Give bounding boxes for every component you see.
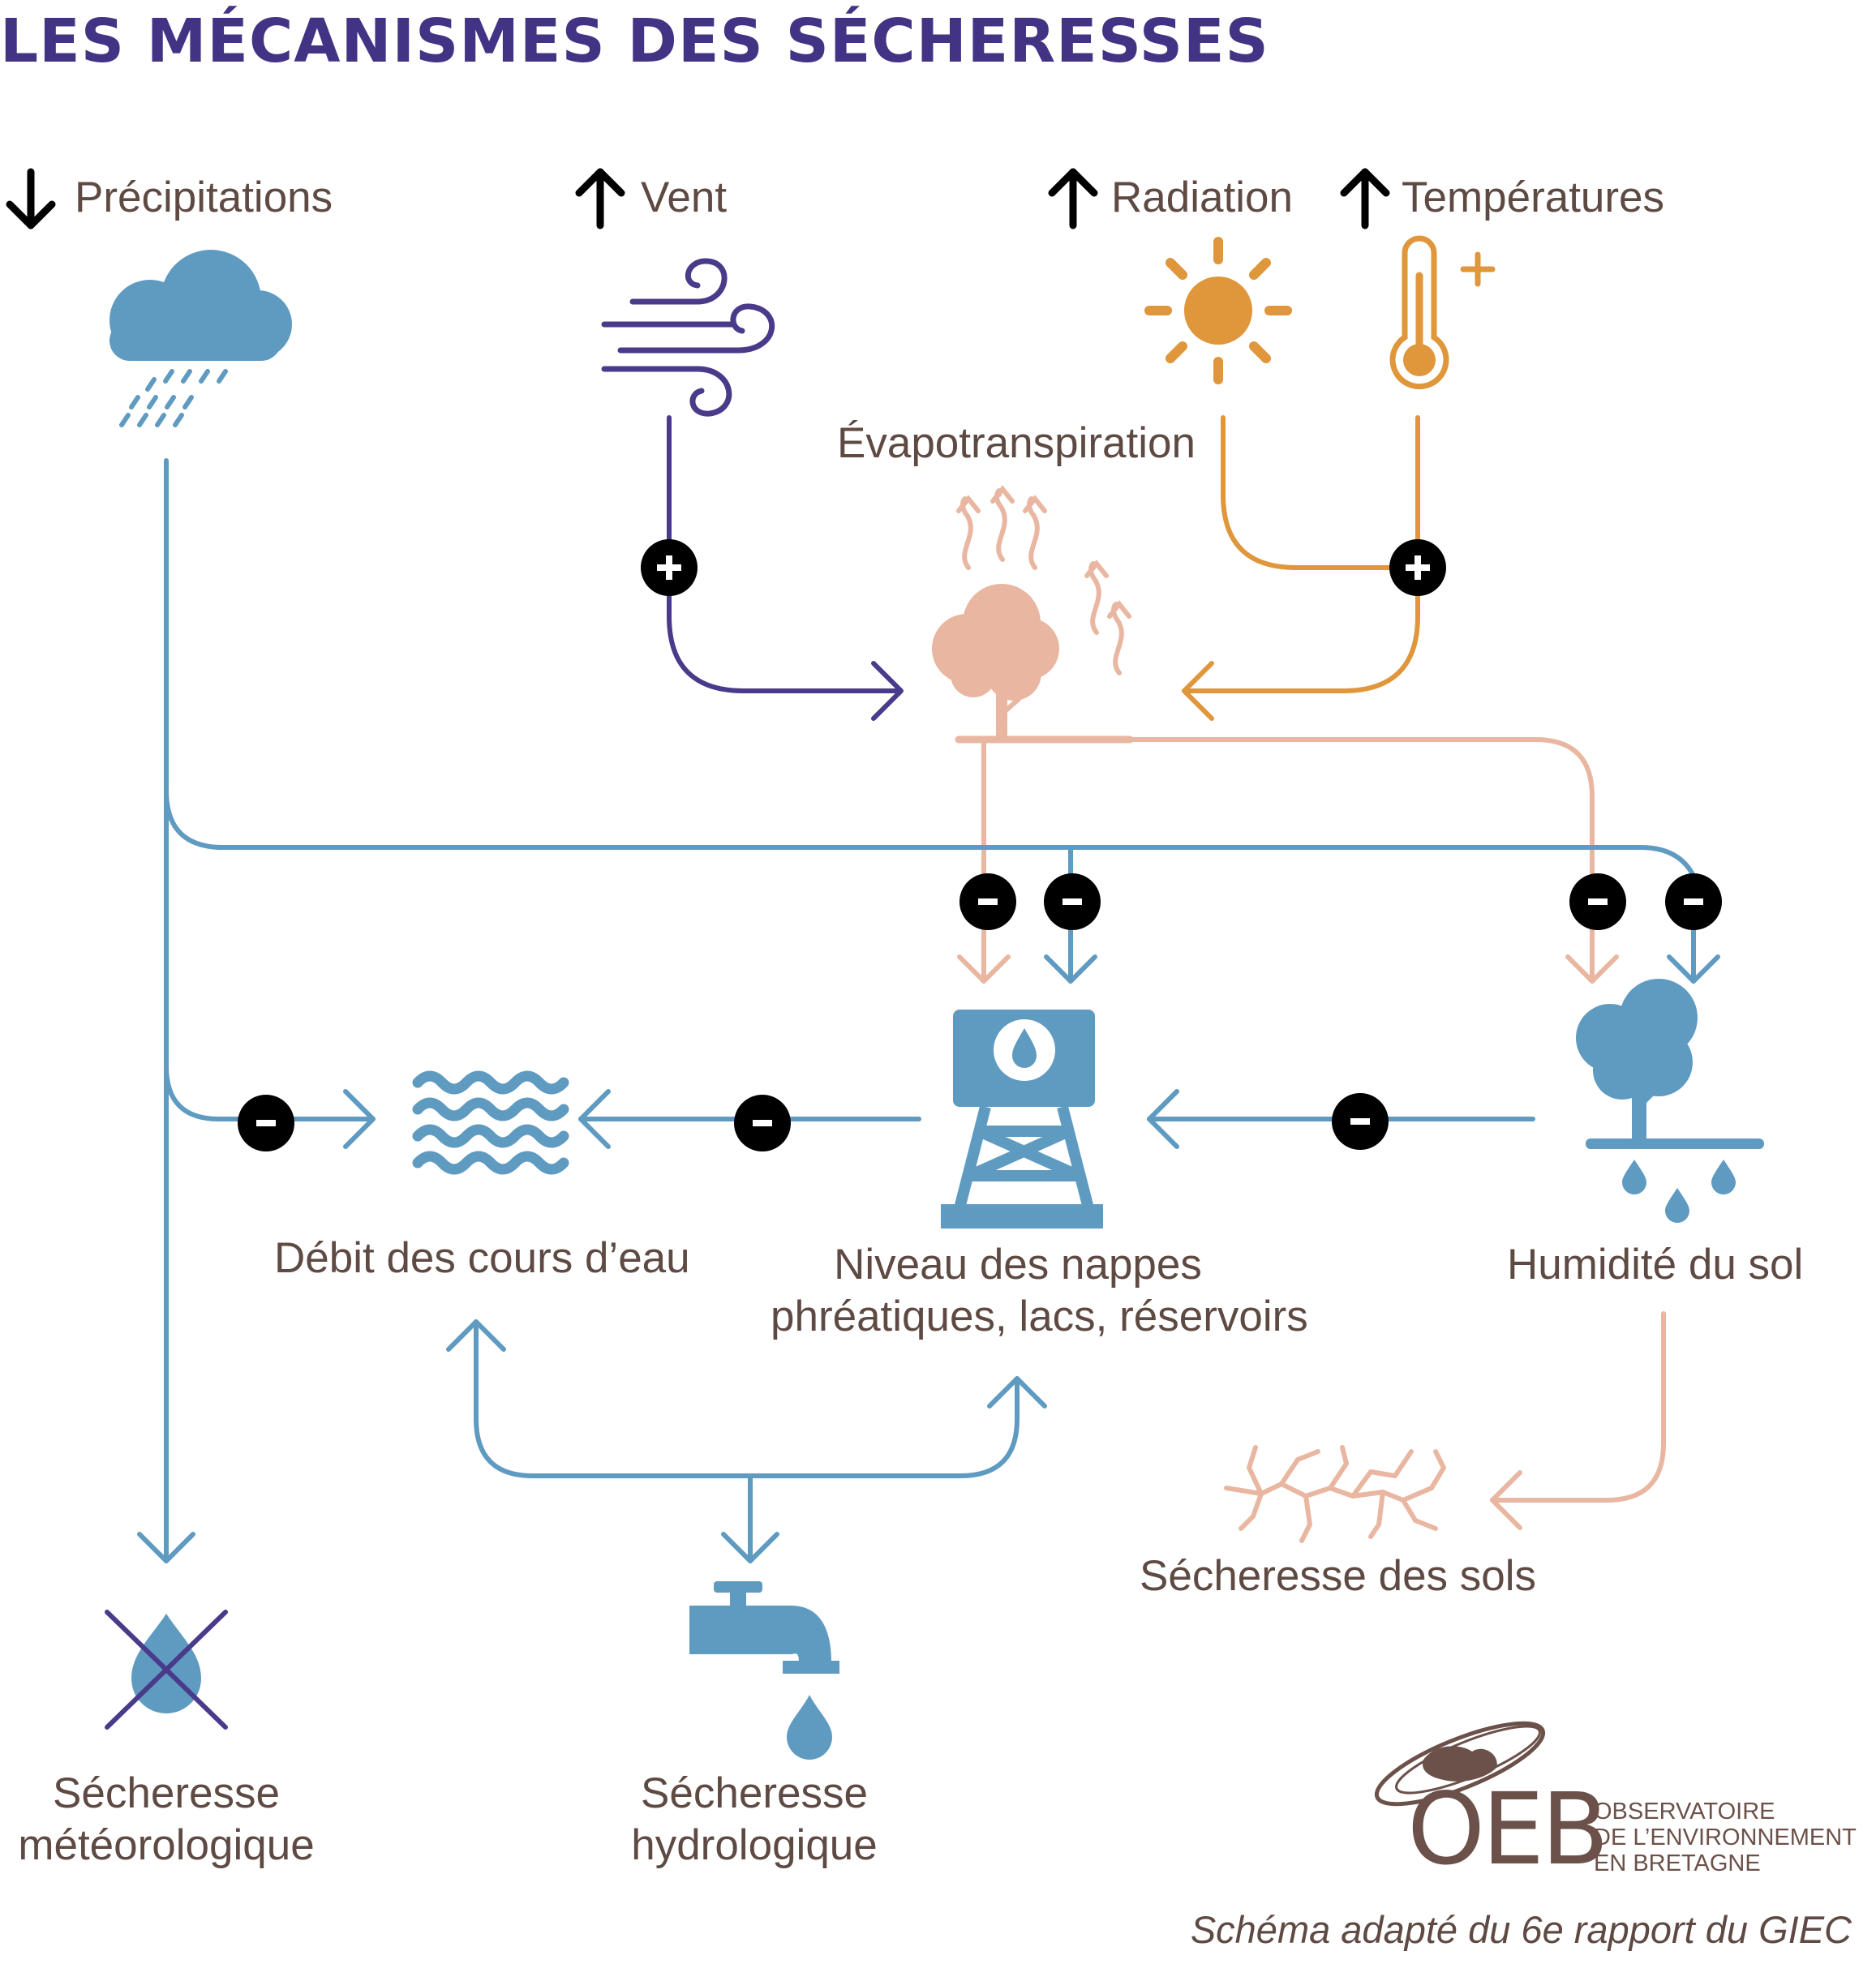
precipitation-flow-line bbox=[137, 458, 1720, 1563]
label-debit: Débit des cours d’eau bbox=[274, 1234, 690, 1282]
label-secheresse-sols: Sécheresse des sols bbox=[1140, 1552, 1537, 1600]
label-meteo-line1: Sécheresse bbox=[53, 1769, 280, 1817]
wind-flow-line bbox=[667, 415, 904, 721]
label-hydro-line2: hydrologique bbox=[631, 1820, 878, 1869]
label-precipitations: Précipitations bbox=[75, 174, 333, 221]
thermometer-icon bbox=[1389, 235, 1496, 390]
minus-badge bbox=[734, 1095, 791, 1151]
label-secheresse-meteo: Sécheresse météorologique bbox=[0, 1768, 333, 1871]
decrease-arrow-icon bbox=[6, 168, 56, 229]
wind-icon bbox=[601, 258, 775, 417]
page-title: LES MÉCANISMES DES SÉCHERESSES bbox=[0, 6, 1269, 76]
faucet-icon bbox=[689, 1581, 839, 1760]
increase-arrow-icon bbox=[575, 168, 1390, 229]
water-tower-icon bbox=[941, 1010, 1103, 1229]
label-nappes-line2: phréatiques, lacs, réservoirs bbox=[771, 1292, 1308, 1340]
crossed-drop-icon bbox=[105, 1610, 228, 1730]
oeb-logo-acronym: OEB bbox=[1407, 1772, 1609, 1887]
minus-badge bbox=[238, 1095, 294, 1151]
logo-line1: OBSERVATOIRE bbox=[1594, 1799, 1775, 1825]
label-nappes-line1: Niveau des nappes bbox=[834, 1241, 1202, 1289]
minus-badge bbox=[1665, 873, 1722, 930]
label-vent: Vent bbox=[641, 174, 728, 221]
minus-badge bbox=[1044, 873, 1101, 930]
minus-badge bbox=[1332, 1093, 1389, 1150]
logo-line2: DE L’ENVIRONNEMENT bbox=[1594, 1825, 1857, 1850]
logo-line3: EN BRETAGNE bbox=[1594, 1850, 1761, 1876]
label-nappes: Niveau des nappes phréatiques, lacs, rés… bbox=[771, 1239, 1308, 1342]
evaporating-tree-icon bbox=[932, 485, 1131, 738]
minus-badge bbox=[959, 873, 1016, 930]
label-humidite: Humidité du sol bbox=[1507, 1241, 1804, 1289]
plus-badge bbox=[1389, 539, 1446, 596]
label-temperatures: Températures bbox=[1402, 174, 1665, 221]
label-secheresse-hydro: Sécheresse hydrologique bbox=[592, 1768, 917, 1871]
label-hydro-line1: Sécheresse bbox=[641, 1769, 868, 1817]
heat-flow-line bbox=[1182, 415, 1420, 721]
waves-icon bbox=[412, 1070, 569, 1175]
evapo-flow-line bbox=[955, 735, 1666, 1530]
minus-badge bbox=[1569, 873, 1626, 930]
rain-cloud-icon bbox=[109, 250, 292, 427]
label-meteo-line2: météorologique bbox=[18, 1820, 315, 1869]
oeb-logo-graphic bbox=[1374, 1721, 1546, 1807]
cracked-soil-icon bbox=[1224, 1445, 1446, 1543]
humid-soil-tree-icon bbox=[1576, 979, 1764, 1223]
plus-badge bbox=[641, 539, 698, 596]
oeb-logo-text: OBSERVATOIRE DE L’ENVIRONNEMENT EN BRETA… bbox=[1594, 1799, 1857, 1876]
sun-icon bbox=[1144, 237, 1292, 384]
source-caption: Schéma adapté du 6e rapport du GIEC bbox=[1190, 1908, 1852, 1951]
label-evapotranspiration: Évapotranspiration bbox=[837, 419, 1196, 467]
label-radiation: Radiation bbox=[1111, 174, 1293, 221]
